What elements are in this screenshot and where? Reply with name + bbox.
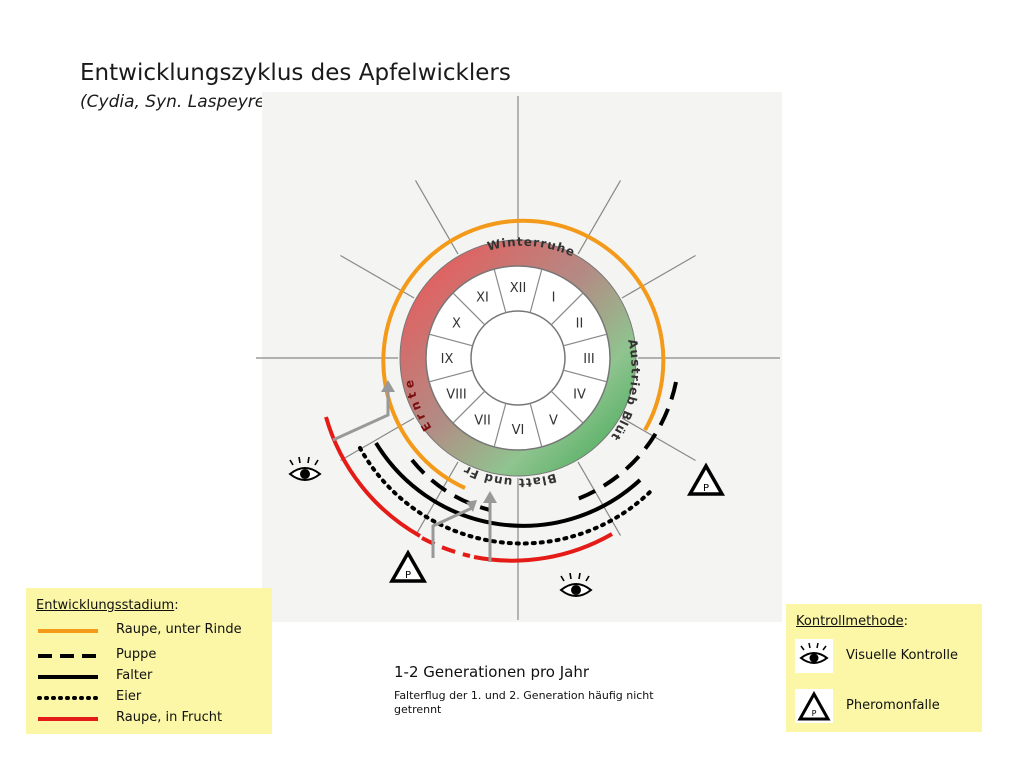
month-label: II — [576, 317, 584, 332]
month-label: VIII — [446, 388, 466, 403]
month-label: VI — [512, 423, 525, 438]
month-divider — [563, 369, 608, 383]
legend-title: Entwicklungsstadium — [36, 598, 175, 613]
spoke-line — [621, 417, 696, 462]
stage-arc-puppe-1 — [574, 381, 678, 502]
month-divider — [493, 403, 507, 448]
stage-arc-raupe-in-frucht-1 — [324, 416, 421, 538]
month-label: I — [552, 291, 556, 306]
spoke-line — [621, 254, 696, 299]
pheromone-trap-icon: P — [686, 462, 726, 496]
control-item-visual: Visuelle Kontrolle — [794, 638, 978, 674]
month-label: IV — [573, 388, 586, 403]
svg-text:P: P — [405, 570, 411, 581]
pheromone-trap-icon: P — [388, 549, 428, 583]
control-title: Kontrollmethode — [796, 614, 904, 629]
stage-arc-puppe-2 — [410, 458, 491, 512]
month-dividers — [428, 268, 608, 448]
legend-item-raupe-unter-rinde: Raupe, unter Rinde — [38, 622, 242, 637]
month-divider — [529, 268, 543, 313]
month-divider — [428, 369, 473, 383]
month-divider — [563, 333, 608, 347]
phase-ring — [400, 240, 636, 476]
arrow-overwintering — [332, 390, 390, 442]
inner-circle — [470, 310, 566, 406]
legend-item-eier: Eier — [37, 689, 142, 704]
legend-item-falter: Falter — [38, 668, 153, 683]
eye-icon — [288, 456, 322, 481]
legend-panel: Entwicklungsstadium: Raupe, unter Rinde … — [26, 588, 272, 734]
page-title: Entwicklungszyklus des Apfelwicklers — [80, 60, 511, 86]
transition-arrows — [332, 390, 492, 562]
month-divider — [452, 390, 486, 424]
month-divider — [452, 292, 486, 326]
month-label: X — [452, 317, 461, 332]
stage-arc-raupe-in-frucht-2 — [421, 536, 471, 558]
legend-item-raupe-in-frucht: Raupe, in Frucht — [38, 710, 223, 725]
month-spokes — [256, 96, 780, 620]
month-label: VII — [474, 413, 491, 428]
stage-arc-raupe-in-frucht-3 — [473, 532, 613, 563]
month-label: IX — [441, 352, 454, 367]
spoke-line — [577, 461, 622, 536]
eye-icon — [795, 639, 833, 673]
stage-arc-raupe-unter-rinde — [381, 218, 666, 490]
month-divider — [529, 403, 543, 448]
spoke-line — [577, 180, 622, 255]
control-method-panel: Kontrollmethode: Visuelle Kontrolle P Ph… — [786, 604, 982, 732]
spoke-line — [340, 417, 415, 462]
svg-text:P: P — [812, 709, 817, 718]
stage-arc-falter — [374, 441, 642, 528]
phase-ring-outer-edge — [399, 239, 637, 477]
control-item-pheromone: P Pheromonfalle — [794, 688, 978, 724]
legend-item-puppe: Puppe — [38, 647, 157, 662]
month-label: XI — [476, 291, 489, 306]
generations-text: 1-2 Generationen pro Jahr — [394, 663, 590, 681]
flight-note: Falterflug der 1. und 2. Generation häuf… — [394, 689, 654, 716]
month-divider — [550, 390, 584, 424]
arrow-generation-1 — [431, 506, 473, 558]
month-label: XII — [510, 281, 527, 296]
month-divider — [493, 268, 507, 313]
month-label: III — [583, 352, 595, 367]
spoke-line — [414, 180, 459, 255]
svg-text:P: P — [703, 483, 709, 494]
month-divider — [428, 333, 473, 347]
pheromone-trap-icon: P — [795, 689, 833, 723]
month-label: V — [549, 413, 558, 428]
month-divider — [550, 292, 584, 326]
stage-arc-eier — [358, 446, 654, 546]
eye-icon — [559, 572, 593, 597]
spoke-line — [414, 461, 459, 536]
arrow-heads — [381, 380, 497, 512]
